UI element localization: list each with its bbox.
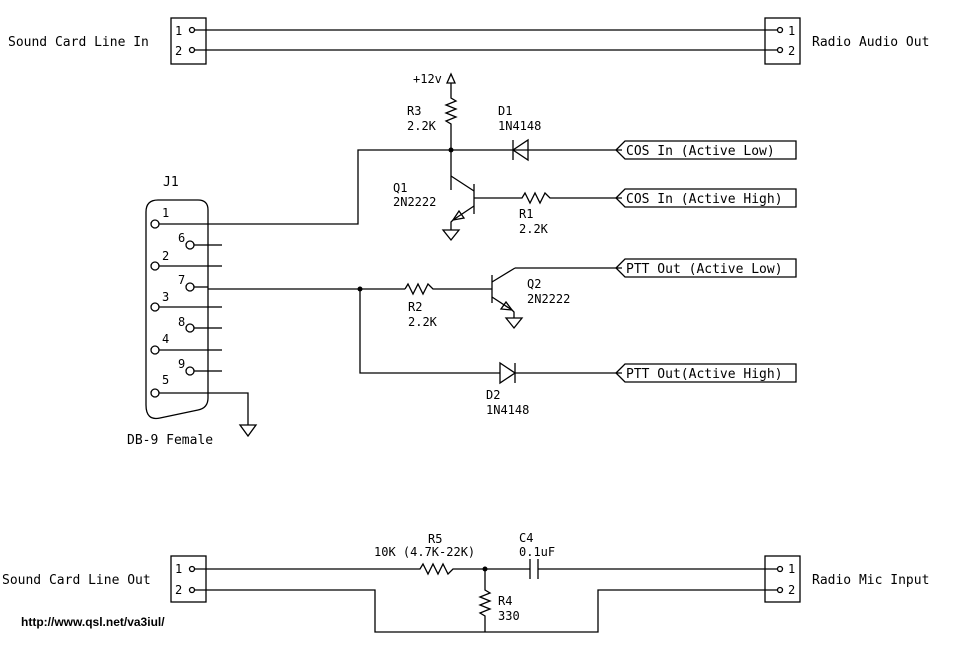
q2-ref: Q2	[527, 277, 541, 291]
cos-low-port	[615, 140, 797, 160]
j1-ref-label: J1	[163, 175, 179, 190]
pin-1	[150, 219, 160, 229]
junction-dot	[448, 147, 454, 153]
d1-value: 1N4148	[498, 119, 541, 133]
cos-high-label: COS In (Active High)	[626, 192, 783, 207]
q2-transistor	[491, 267, 622, 330]
ptt-low-port	[615, 258, 797, 278]
top-right-connector: 1 2	[764, 17, 801, 65]
pin-3	[150, 302, 160, 312]
db9-female-label: DB-9 Female	[127, 433, 213, 448]
r5-value: 10K (4.7K-22K)	[374, 545, 475, 559]
pin-circle	[776, 565, 784, 573]
r5-resistor	[195, 562, 530, 576]
pin-circle	[188, 46, 196, 54]
r1-resistor	[474, 191, 622, 205]
d2-diode	[499, 361, 517, 385]
pin-label: 2	[788, 44, 795, 58]
d2-ref: D2	[486, 388, 500, 402]
pin-number: 6	[178, 231, 185, 245]
pin-circle	[188, 586, 196, 594]
r3-resistor	[444, 83, 458, 190]
c4-value: 0.1uF	[519, 545, 555, 559]
sound-card-line-in-label: Sound Card Line In	[8, 35, 149, 50]
ptt-low-label: PTT Out (Active Low)	[626, 262, 783, 277]
sound-card-line-out-label: Sound Card Line Out	[2, 573, 151, 588]
pin-label: 1	[788, 562, 795, 576]
d2-value: 1N4148	[486, 403, 529, 417]
pin-9	[185, 366, 195, 376]
cos-wire	[208, 149, 622, 225]
q1-ref: Q1	[393, 181, 407, 195]
pin-number: 5	[162, 373, 169, 387]
pin-7	[185, 282, 195, 292]
d1-ref: D1	[498, 104, 512, 118]
r4-ref: R4	[498, 594, 512, 608]
pin-circle	[188, 565, 196, 573]
pin-number: 4	[162, 332, 169, 346]
r3-value: 2.2K	[407, 119, 437, 133]
pin-number: 3	[162, 290, 169, 304]
radio-audio-out-label: Radio Audio Out	[812, 35, 929, 50]
cos-low-label: COS In (Active Low)	[626, 144, 775, 159]
pin-5	[150, 388, 160, 398]
pin-label: 2	[175, 44, 182, 58]
ground-icon	[238, 424, 258, 438]
cos-high-port	[615, 188, 797, 208]
r1-ref: R1	[519, 207, 533, 221]
r2-value: 2.2K	[408, 315, 438, 329]
supply-arrow-icon	[445, 72, 457, 84]
pin-label: 1	[175, 24, 182, 38]
ground-icon	[441, 229, 461, 242]
ptt-high-label: PTT Out(Active High)	[626, 367, 783, 382]
d1-diode	[511, 138, 529, 162]
r2-resistor	[404, 282, 492, 296]
ground-icon	[504, 317, 524, 330]
top-left-connector: 1 2	[170, 17, 207, 65]
r4-value: 330	[498, 609, 520, 623]
pin-4	[150, 345, 160, 355]
pin-circle	[776, 26, 784, 34]
c4-ref: C4	[519, 531, 533, 545]
q1-value: 2N2222	[393, 195, 436, 209]
pin-6	[185, 240, 195, 250]
pin-circle	[776, 586, 784, 594]
r4-resistor	[478, 569, 492, 632]
return-wire	[195, 589, 777, 633]
pin-circle	[776, 46, 784, 54]
q2-value: 2N2222	[527, 292, 570, 306]
supply-label: +12v	[413, 72, 442, 86]
pin-number: 7	[178, 273, 185, 287]
r5-ref: R5	[428, 532, 442, 546]
pin-label: 1	[175, 562, 182, 576]
ground-wire	[208, 392, 249, 425]
pin-8	[185, 323, 195, 333]
q1-transistor	[441, 175, 475, 242]
bottom-right-connector: 1 2	[764, 555, 801, 603]
ptt-high-port	[615, 363, 797, 383]
r1-value: 2.2K	[519, 222, 549, 236]
pin-number: 8	[178, 315, 185, 329]
pin-label: 2	[175, 583, 182, 597]
pin-number: 1	[162, 206, 169, 220]
db9-shell	[145, 199, 209, 420]
pin-label: 1	[788, 24, 795, 38]
pin-circle	[188, 26, 196, 34]
r2-ref: R2	[408, 300, 422, 314]
bottom-left-connector: 1 2	[170, 555, 207, 603]
pin-2	[150, 261, 160, 271]
pin-number: 2	[162, 249, 169, 263]
r3-ref: R3	[407, 104, 421, 118]
pin-number: 9	[178, 357, 185, 371]
radio-mic-input-label: Radio Mic Input	[812, 573, 929, 588]
pin-label: 2	[788, 583, 795, 597]
source-url[interactable]: http://www.qsl.net/va3iul/	[21, 615, 165, 629]
d2-wire	[359, 289, 500, 374]
